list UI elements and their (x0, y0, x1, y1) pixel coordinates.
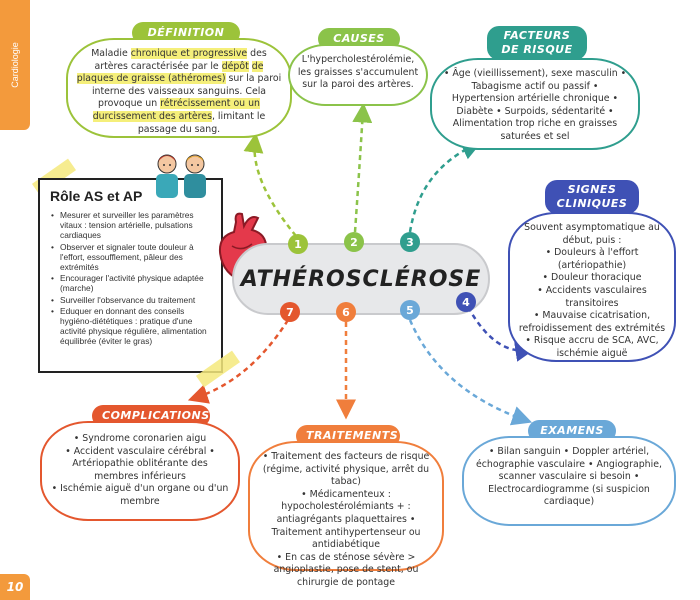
link-facteurs (408, 141, 482, 233)
definition-text: Maladie chronique et progressive des art… (76, 48, 282, 135)
signes-item: • Risque accru de SCA, AVC, ischémie aig… (525, 335, 659, 359)
causes-text: L'hypercholestérolémie, les graisses s'a… (297, 54, 419, 91)
nurses-illustration-icon (156, 154, 206, 198)
signes-item: • Accidents vasculaires transitoires (537, 284, 647, 309)
signes-bubble: Souvent asymptomatique au début, puis : … (508, 212, 676, 362)
marker-6: 6 (336, 302, 356, 322)
signes-title: SIGNES CLINIQUES (545, 180, 639, 214)
facteurs-text: • Âge (vieillissement), sexe masculin • … (443, 68, 627, 142)
marker-1: 1 (288, 234, 308, 254)
traitements-item: • Médicamenteux : hypocholestérolémiants… (271, 488, 421, 551)
marker-4: 4 (456, 292, 476, 312)
causes-bubble: L'hypercholestérolémie, les graisses s'a… (288, 44, 428, 106)
sidebar-label: Cardiologie (10, 42, 20, 88)
examens-bubble: • Bilan sanguin • Doppler artériel, écho… (462, 436, 676, 526)
complications-bubble: • Syndrome coronarien aigu • Accident va… (40, 421, 240, 521)
role-item: Encourager l'activité physique adaptée (… (51, 273, 215, 293)
marker-7: 7 (280, 302, 300, 322)
complications-item: • Ischémie aiguë d'un organe ou d'un mem… (51, 483, 229, 507)
signes-item: • Mauvaise cicatrisation, refroidissemen… (518, 310, 666, 334)
marker-2: 2 (344, 232, 364, 252)
facteurs-title: FACTEURS DE RISQUE (487, 26, 587, 60)
central-node: ATHÉROSCLÉROSE (232, 243, 490, 315)
role-list: Mesurer et surveiller les paramètres vit… (50, 210, 215, 347)
marker-3: 3 (400, 232, 420, 252)
complications-item: • Syndrome coronarien aigu (73, 433, 207, 444)
signes-item: • Douleur thoracique (542, 272, 642, 284)
role-item: Surveiller l'observance du traitement (51, 295, 215, 305)
page-number: 10 (0, 574, 30, 600)
role-box: Rôle AS et AP Mesurer et surveiller les … (38, 178, 223, 373)
signes-item: • Douleurs à l'effort (artériopathie) (545, 247, 639, 271)
link-causes (352, 102, 373, 233)
role-item: Mesurer et surveiller les paramètres vit… (51, 210, 215, 241)
link-complications (187, 319, 290, 404)
traitements-item: • Traitement des facteurs de risque (rég… (262, 451, 430, 488)
sidebar-tab: Cardiologie (0, 0, 30, 130)
facteurs-bubble: • Âge (vieillissement), sexe masculin • … (430, 58, 640, 150)
traitements-bubble: • Traitement des facteurs de risque (rég… (248, 441, 444, 588)
marker-5: 5 (400, 300, 420, 320)
role-item: Eduquer en donnant des conseils hygiéno-… (51, 306, 215, 347)
signes-list: Souvent asymptomatique au début, puis : … (510, 214, 674, 361)
traitements-item: • En cas de sténose sévère > angioplasti… (273, 551, 419, 588)
role-item: Observer et signaler toute douleur à l'e… (51, 242, 215, 273)
complications-item: • Accident vasculaire cérébral • Artério… (65, 445, 215, 482)
central-title: ATHÉROSCLÉROSE (240, 266, 482, 292)
signes-item: Souvent asymptomatique au début, puis : (524, 222, 660, 246)
role-title: Rôle AS et AP (50, 188, 143, 204)
link-examens (408, 319, 533, 426)
traitements-list: • Traitement des facteurs de risque (rég… (250, 443, 442, 590)
complications-list: • Syndrome coronarien aigu • Accident va… (42, 423, 238, 509)
definition-bubble: Maladie chronique et progressive des art… (66, 38, 292, 138)
examens-text: • Bilan sanguin • Doppler artériel, écho… (476, 446, 662, 508)
